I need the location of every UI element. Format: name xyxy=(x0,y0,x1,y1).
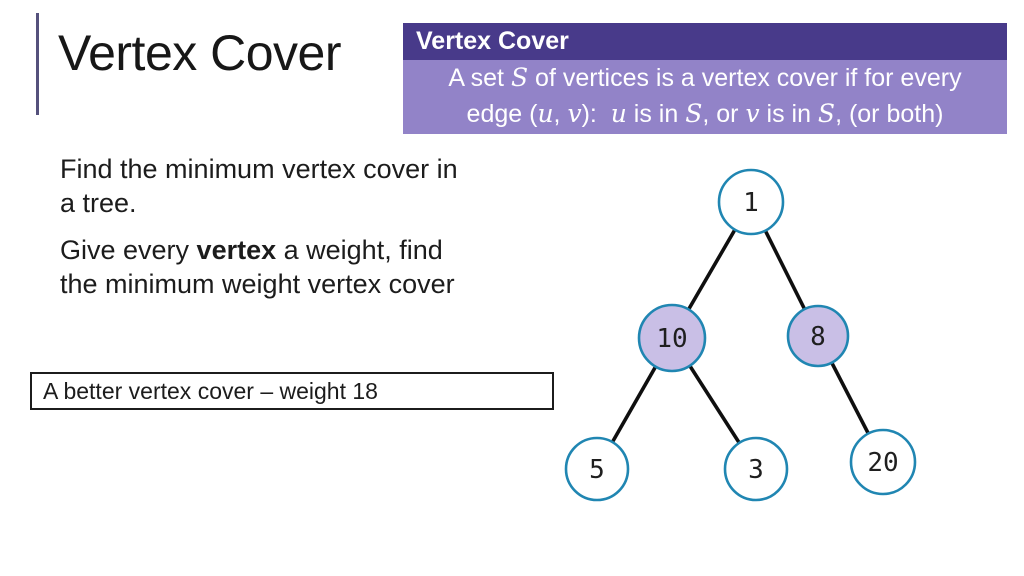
paragraph-weights-line-1: Give every vertex a weight, find xyxy=(60,233,455,267)
emphasized-text: vertex xyxy=(196,235,277,265)
math-variable: u xyxy=(610,99,627,128)
answer-box-text: A better vertex cover – weight 18 xyxy=(43,377,378,404)
tree-node-label-8: 8 xyxy=(810,322,826,352)
tree-node-label-5: 5 xyxy=(589,455,605,485)
definition-line-1: A set S of vertices is a vertex cover if… xyxy=(407,60,1003,96)
title-accent-bar xyxy=(36,13,39,115)
paragraph-find-minimum-line-2: a tree. xyxy=(60,188,137,218)
text-run: , (or both) xyxy=(835,100,944,128)
text-run: is in xyxy=(626,100,686,128)
tree-node-label-20: 20 xyxy=(867,448,898,478)
text-run: ): xyxy=(581,100,611,128)
math-variable: S xyxy=(510,63,529,92)
tree-node-label-3: 3 xyxy=(748,455,764,485)
math-variable: S xyxy=(817,99,836,128)
page-title: Vertex Cover xyxy=(58,25,342,81)
math-variable: S xyxy=(685,99,703,128)
definition-box-header: Vertex Cover xyxy=(403,23,1007,60)
text-run: , or xyxy=(702,100,746,128)
text-run: of vertices is a vertex cover if for eve… xyxy=(528,64,962,92)
text-run: edge ( xyxy=(466,100,538,128)
text-run: is in xyxy=(759,100,818,128)
math-variable: v xyxy=(567,99,582,128)
tree-node-label-1: 1 xyxy=(743,188,759,218)
tree-node-20 xyxy=(849,428,917,496)
answer-box: A better vertex cover – weight 18 xyxy=(30,372,554,410)
paragraph-find-minimum-line-1: Find the minimum vertex cover in xyxy=(60,154,458,184)
text-run: A set xyxy=(448,64,511,92)
text-run: Give every xyxy=(60,235,197,265)
paragraph-find-minimum: Find the minimum vertex cover in a tree. xyxy=(60,152,458,220)
math-variable: u xyxy=(537,99,554,128)
math-variable: v xyxy=(745,99,760,128)
text-run: , xyxy=(553,100,568,128)
definition-box: Vertex Cover A set S of vertices is a ve… xyxy=(403,23,1007,134)
definition-line-2: edge (u, v): u is in S, or v is in S, (o… xyxy=(407,96,1003,132)
tree-node-10 xyxy=(637,303,707,373)
text-run: a weight, find xyxy=(276,235,443,265)
tree-node-1 xyxy=(717,168,785,236)
tree-node-label-10: 10 xyxy=(656,324,687,354)
definition-box-body: A set S of vertices is a vertex cover if… xyxy=(403,60,1007,134)
tree-node-8 xyxy=(786,304,850,368)
tree-node-3 xyxy=(723,436,789,502)
paragraph-weights-line-2: the minimum weight vertex cover xyxy=(60,269,455,299)
paragraph-weights: Give every vertex a weight, find the min… xyxy=(60,233,455,301)
tree-node-5 xyxy=(564,436,630,502)
